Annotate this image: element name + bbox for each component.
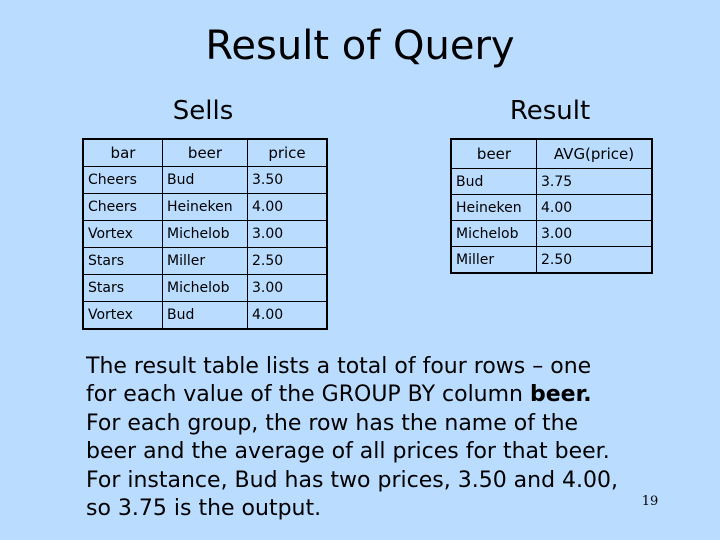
sells-cell: Miller [162, 247, 248, 275]
sells-header-price: price [247, 138, 328, 167]
sells-cell: Bud [162, 301, 248, 330]
sells-cell: Michelob [162, 220, 248, 248]
table-row: Stars Miller 2.50 [82, 247, 328, 275]
sells-cell: 4.00 [247, 193, 328, 221]
sells-cell: Bud [162, 166, 248, 194]
result-header-avg-price: AVG(price) [536, 138, 653, 169]
sells-cell: 2.50 [247, 247, 328, 275]
sells-cell: Cheers [82, 166, 163, 194]
sells-table: bar beer price Cheers Bud 3.50 Cheers He… [82, 138, 328, 330]
result-caption: Result [509, 96, 591, 126]
table-row: Heineken 4.00 [450, 194, 653, 221]
result-table: beer AVG(price) Bud 3.75 Heineken 4.00 M… [450, 138, 653, 274]
sells-cell: Vortex [82, 220, 163, 248]
sells-cell: 4.00 [247, 301, 328, 330]
sells-header-beer: beer [162, 138, 248, 167]
table-row: Bud 3.75 [450, 168, 653, 195]
result-cell: Heineken [450, 194, 537, 221]
explanation-bold-term: beer. [530, 382, 592, 408]
table-row: Cheers Heineken 4.00 [82, 193, 328, 221]
explanation-paragraph: The result table lists a total of four r… [86, 353, 626, 523]
table-row: Cheers Bud 3.50 [82, 166, 328, 194]
result-cell: 3.75 [536, 168, 653, 195]
page-number: 19 [641, 494, 659, 509]
result-header-row: beer AVG(price) [450, 138, 653, 169]
table-row: Michelob 3.00 [450, 220, 653, 247]
result-cell: 4.00 [536, 194, 653, 221]
explanation-text: The result table lists a total of four r… [86, 354, 592, 408]
sells-cell: Vortex [82, 301, 163, 330]
sells-cell: Heineken [162, 193, 248, 221]
result-cell: Michelob [450, 220, 537, 247]
sells-header-bar: bar [82, 138, 163, 167]
result-header-beer: beer [450, 138, 537, 169]
result-cell: Bud [450, 168, 537, 195]
sells-cell: Stars [82, 247, 163, 275]
result-cell: Miller [450, 246, 537, 274]
sells-cell: 3.00 [247, 220, 328, 248]
table-row: Vortex Bud 4.00 [82, 301, 328, 330]
table-row: Stars Michelob 3.00 [82, 274, 328, 302]
result-cell: 2.50 [536, 246, 653, 274]
sells-caption: Sells [172, 96, 234, 126]
sells-header-row: bar beer price [82, 138, 328, 167]
sells-cell: Stars [82, 274, 163, 302]
sells-cell: Michelob [162, 274, 248, 302]
result-cell: 3.00 [536, 220, 653, 247]
table-row: Vortex Michelob 3.00 [82, 220, 328, 248]
sells-cell: 3.50 [247, 166, 328, 194]
explanation-text: For each group, the row has the name of … [86, 410, 619, 522]
sells-cell: 3.00 [247, 274, 328, 302]
slide-title: Result of Query [205, 23, 515, 69]
table-row: Miller 2.50 [450, 246, 653, 274]
sells-cell: Cheers [82, 193, 163, 221]
